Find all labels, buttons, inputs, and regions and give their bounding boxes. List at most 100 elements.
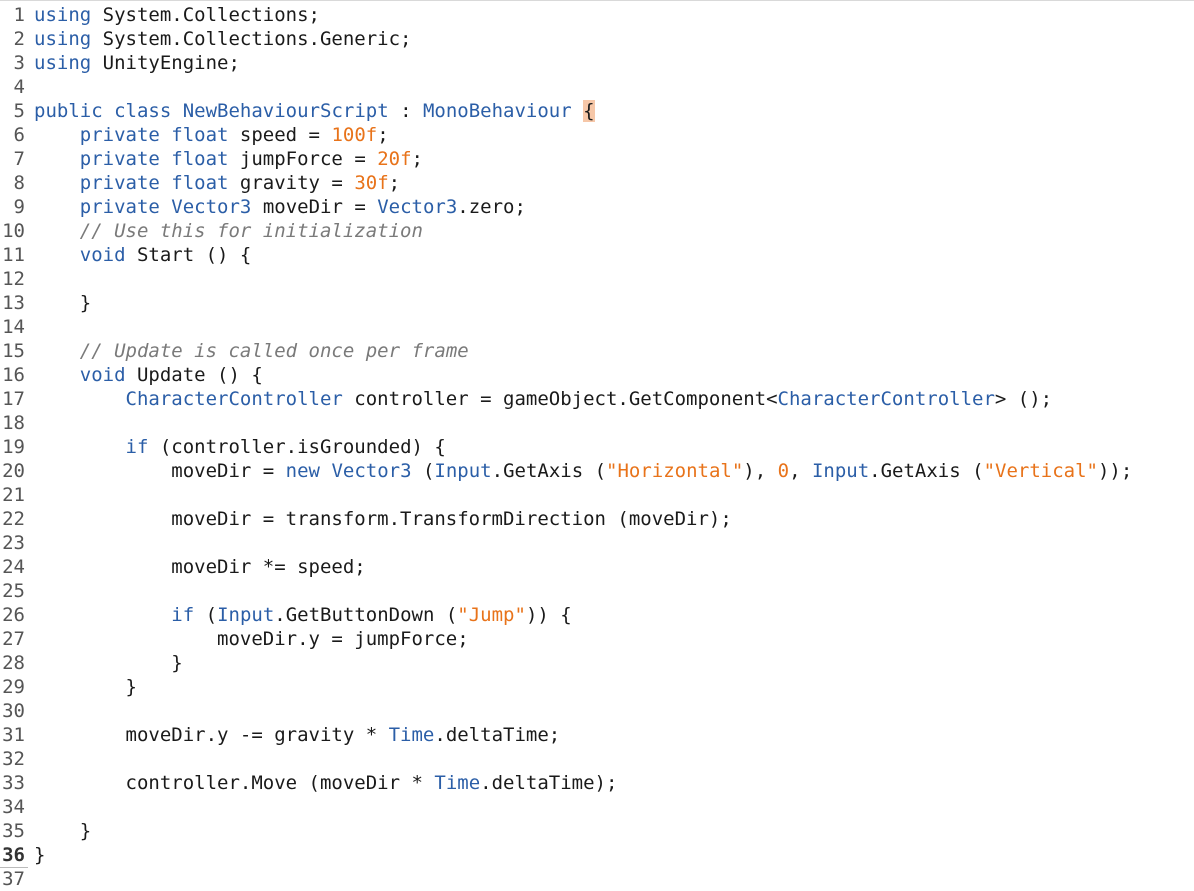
code-line[interactable]: 20 moveDir = new Vector3 (Input.GetAxis … — [0, 459, 1194, 483]
code-text: moveDir.y -= gravity * — [34, 724, 389, 746]
code-text: : — [388, 100, 423, 122]
code-line[interactable]: 27 moveDir.y = jumpForce; — [0, 627, 1194, 651]
code-text: gravity = — [228, 172, 355, 194]
line-content: moveDir.y -= gravity * Time.deltaTime; — [34, 723, 561, 747]
code-text: .zero; — [457, 196, 526, 218]
code-text — [34, 220, 80, 242]
code-line[interactable]: 15 // Update is called once per frame — [0, 339, 1194, 363]
code-line[interactable]: 37 — [0, 867, 1194, 891]
code-line[interactable]: 17 CharacterController controller = game… — [0, 387, 1194, 411]
code-line[interactable]: 34 — [0, 795, 1194, 819]
code-text: > (); — [994, 388, 1053, 410]
code-line[interactable]: 25 — [0, 579, 1194, 603]
line-number: 10 — [2, 220, 25, 242]
code-text — [34, 244, 80, 266]
code-text — [34, 124, 80, 146]
code-text — [572, 100, 583, 122]
code-line[interactable]: 23 — [0, 531, 1194, 555]
type-token: Input — [811, 460, 870, 482]
line-number: 4 — [13, 76, 25, 98]
code-text — [160, 196, 171, 218]
line-content: moveDir = new Vector3 (Input.GetAxis ("H… — [34, 459, 1132, 483]
code-text: .deltaTime); — [480, 772, 618, 794]
code-line[interactable]: 21 — [0, 483, 1194, 507]
code-line[interactable]: 4 — [0, 75, 1194, 99]
code-text — [171, 100, 182, 122]
code-text: moveDir *= speed; — [34, 556, 366, 578]
code-line[interactable]: 6 private float speed = 100f; — [0, 123, 1194, 147]
code-line[interactable]: 18 — [0, 411, 1194, 435]
code-text — [34, 604, 171, 626]
type-token: Input — [217, 604, 275, 626]
code-line[interactable]: 13 } — [0, 291, 1194, 315]
line-content: public class NewBehaviourScript : MonoBe… — [34, 99, 595, 123]
line-number: 22 — [2, 508, 25, 530]
code-line[interactable]: 29 } — [0, 675, 1194, 699]
code-text: Start () { — [125, 244, 252, 266]
line-content: } — [34, 843, 45, 867]
line-content: void Start () { — [34, 243, 252, 267]
keyword-token: void — [79, 244, 126, 266]
type-token: Vector3 — [171, 196, 252, 218]
line-number: 34 — [2, 796, 25, 818]
code-text: )); — [1097, 460, 1133, 482]
line-content: } — [34, 651, 182, 675]
code-text: jumpForce = — [228, 148, 378, 170]
line-number: 14 — [2, 316, 25, 338]
code-line[interactable]: 22 moveDir = transform.TransformDirectio… — [0, 507, 1194, 531]
line-number: 31 — [2, 724, 25, 746]
code-line[interactable]: 32 — [0, 747, 1194, 771]
code-line[interactable]: 31 moveDir.y -= gravity * Time.deltaTime… — [0, 723, 1194, 747]
code-text — [34, 340, 80, 362]
code-line[interactable]: 35 } — [0, 819, 1194, 843]
code-text: ), — [743, 460, 778, 482]
code-text: ; — [388, 172, 401, 194]
line-number: 8 — [13, 172, 25, 194]
line-content: private float jumpForce = 20f; — [34, 147, 423, 171]
line-content: controller.Move (moveDir * Time.deltaTim… — [34, 771, 618, 795]
line-number: 3 — [13, 52, 25, 74]
keyword-token: using — [34, 4, 92, 26]
code-text — [34, 388, 126, 410]
code-line[interactable]: 8 private float gravity = 30f; — [0, 171, 1194, 195]
code-line[interactable]: 9 private Vector3 moveDir = Vector3.zero… — [0, 195, 1194, 219]
keyword-token: private float — [79, 124, 229, 146]
code-line[interactable]: 30 — [0, 699, 1194, 723]
code-line[interactable]: 33 controller.Move (moveDir * Time.delta… — [0, 771, 1194, 795]
code-line[interactable]: 16 void Update () { — [0, 363, 1194, 387]
type-token: NewBehaviourScript — [182, 100, 389, 122]
number-token: 100f — [331, 124, 378, 146]
line-content: if (controller.isGrounded) { — [34, 435, 446, 459]
line-content: private float gravity = 30f; — [34, 171, 400, 195]
code-text: controller = gameObject.GetComponent< — [342, 388, 778, 410]
code-line[interactable]: 7 private float jumpForce = 20f; — [0, 147, 1194, 171]
code-text: moveDir.y = jumpForce; — [34, 628, 469, 650]
code-line[interactable]: 14 — [0, 315, 1194, 339]
code-text: speed = — [228, 124, 332, 146]
number-token: 20f — [377, 148, 412, 170]
code-line[interactable]: 36} — [0, 843, 1194, 868]
code-line[interactable]: 10 // Use this for initialization — [0, 219, 1194, 243]
code-line[interactable]: 28 } — [0, 651, 1194, 675]
code-text: ( — [194, 604, 218, 626]
code-line[interactable]: 12 — [0, 267, 1194, 291]
line-number: 28 — [2, 652, 25, 674]
code-text: .GetAxis ( — [869, 460, 984, 482]
code-text: .GetButtonDown ( — [274, 604, 458, 626]
line-number: 19 — [2, 436, 25, 458]
code-line[interactable]: 19 if (controller.isGrounded) { — [0, 435, 1194, 459]
code-text: } — [34, 820, 92, 842]
code-line[interactable]: 24 moveDir *= speed; — [0, 555, 1194, 579]
type-token: CharacterController — [125, 388, 343, 410]
code-line[interactable]: 11 void Start () { — [0, 243, 1194, 267]
code-line[interactable]: 26 if (Input.GetButtonDown ("Jump")) { — [0, 603, 1194, 627]
line-content: // Use this for initialization — [34, 219, 423, 243]
type-token: Input — [434, 460, 492, 482]
code-text — [34, 436, 126, 458]
